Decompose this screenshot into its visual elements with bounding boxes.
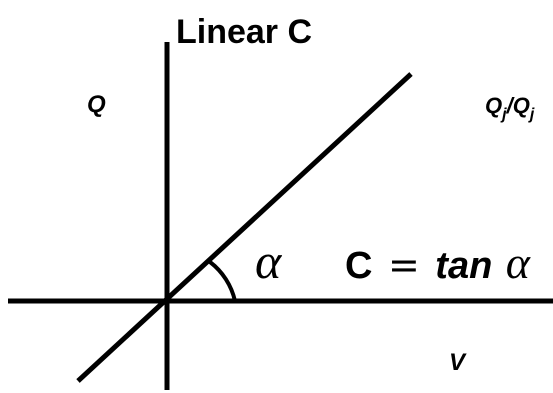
diagram-title: Linear C bbox=[176, 13, 312, 51]
corner-label-prefix-sub: j bbox=[500, 106, 507, 123]
corner-label-separator: /Q bbox=[506, 93, 530, 118]
equation-argument: α bbox=[506, 237, 531, 288]
angle-arc bbox=[208, 260, 237, 302]
angle-symbol: α bbox=[255, 233, 283, 289]
corner-label: Qj/Qj bbox=[485, 93, 535, 123]
corner-label-suffix-sub: j bbox=[528, 106, 535, 123]
x-axis-label: V bbox=[449, 349, 467, 376]
corner-label-prefix: Q bbox=[485, 93, 502, 118]
equation-function: tan bbox=[435, 245, 492, 287]
equation-operator: = bbox=[388, 243, 420, 287]
equation-lhs: C bbox=[345, 245, 372, 287]
equation: C = tan α bbox=[345, 237, 531, 288]
linear-characteristic-line bbox=[76, 72, 413, 383]
y-axis-label: Q bbox=[87, 91, 106, 118]
